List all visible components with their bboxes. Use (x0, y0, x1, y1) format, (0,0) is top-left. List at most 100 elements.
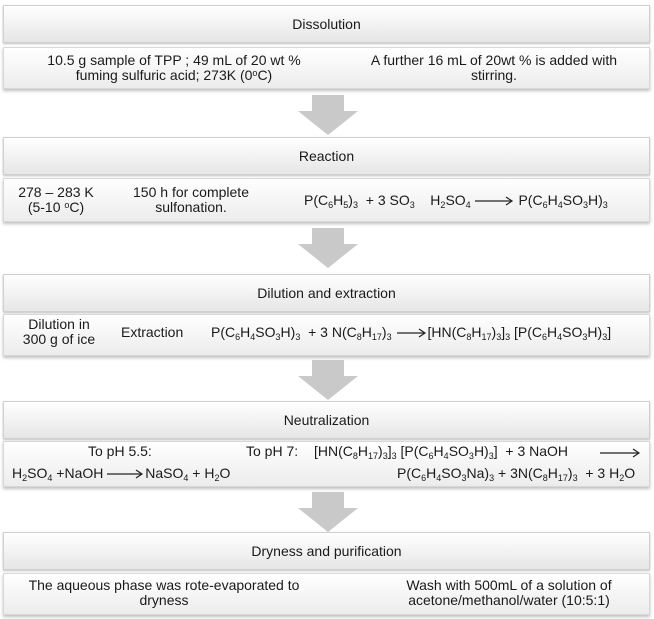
formula-part: ) (491, 324, 497, 340)
text-line: Dilution in (28, 316, 90, 332)
formula-part: H) (280, 324, 296, 340)
formula-part: NaSO (145, 465, 184, 481)
dryness-left-text: The aqueous phase was rote-evaporated to… (14, 578, 314, 608)
text-part: (5-10 (27, 199, 65, 215)
subscript: 3 (572, 473, 578, 483)
extraction-label: Extraction (121, 324, 184, 340)
formula-part: H (433, 443, 444, 459)
subscript: 3 (461, 473, 467, 483)
formula-part: H (430, 192, 441, 208)
text-part: C) (69, 199, 85, 215)
ph-7-label: To pH 7: (246, 443, 299, 459)
stage-dissolution-header: Dissolution (3, 5, 650, 43)
subscript: 2 (214, 473, 220, 483)
formula-part: [HN(C (314, 443, 353, 459)
subscript: 8 (352, 451, 358, 461)
formula-part: +NaOH (56, 465, 104, 481)
text-line: 10.5 g sample of TPP ; 49 mL of 20 wt % (47, 52, 301, 68)
reaction-arrow-icon (107, 469, 144, 479)
subscript: 4 (443, 451, 449, 461)
subscript: 4 (183, 473, 189, 483)
subscript: 17 (557, 473, 568, 483)
formula-part: ) (378, 443, 383, 459)
formula-part: H (333, 192, 344, 208)
formula-part: + 3 SO (365, 192, 410, 208)
formula-part: H (547, 324, 558, 340)
subscript: 2 (619, 473, 625, 483)
subscript: 3 (602, 332, 608, 342)
stage-reaction-header: Reaction (3, 137, 650, 175)
formula-part: ) (567, 465, 573, 481)
text-line: fuming sulfuric acid; 273K (0oC) (24, 68, 324, 83)
neutralization-equation-2-line-1: [HN(C8H17)3]3 [P(C6H4SO3H)3] + 3 NaOH (314, 443, 569, 461)
formula-part: H (426, 465, 437, 481)
formula-part: SO (562, 324, 583, 340)
extraction-equation: P(C6H4SO3H)3 + 3 N(C8H17)3 [HN(C8H17)3]3… (211, 324, 611, 342)
text-part: C) (257, 67, 273, 83)
superscript: o (252, 68, 258, 78)
text-line: A further 16 mL of 20wt % is added with (370, 52, 618, 68)
subscript: 6 (428, 451, 434, 461)
subscript: 8 (466, 332, 472, 342)
formula-part: SO (441, 465, 462, 481)
stage-title: Dilution and extraction (257, 285, 396, 301)
formula-part: Na) (466, 465, 490, 481)
stage-dissolution-body: 10.5 g sample of TPP ; 49 mL of 20 wt % … (3, 47, 650, 89)
subscript: 4 (557, 332, 563, 342)
stage-dryness-header: Dryness and purification (3, 532, 650, 570)
formula-part: P(C (304, 192, 329, 208)
subscript: 3 (602, 200, 608, 210)
formula-part: SO (255, 324, 276, 340)
formula-part: SO (448, 443, 469, 459)
neutralization-equation-2-line-2: P(C6H4SO3Na)3 + 3N(C8H17)3 + 3 H2O (397, 465, 636, 483)
subscript: 17 (371, 332, 382, 342)
arrow-down-icon (298, 228, 358, 268)
formula-part: O (624, 465, 636, 481)
text-line: Wash with 500mL of a solution of (406, 577, 612, 593)
subscript: 8 (542, 473, 548, 483)
subscript: 3 (391, 451, 397, 461)
text-part: fuming sulfuric acid; 273K (0 (75, 67, 253, 83)
text-line: The aqueous phase was rote-evaporated to (28, 577, 300, 593)
dilution-text: Dilution in 300 g of ice (9, 317, 109, 347)
subscript: 2 (22, 473, 28, 483)
formula-part: + H (192, 465, 215, 481)
subscript: 3 (496, 332, 502, 342)
stage-dilution-header: Dilution and extraction (3, 274, 650, 312)
subscript: 8 (356, 332, 362, 342)
formula-part: H (471, 324, 482, 340)
text-line: (5-10 oC) (6, 200, 106, 215)
subscript: 3 (352, 200, 358, 210)
text-line: sulfonation. (155, 199, 227, 215)
subscript: 4 (557, 200, 563, 210)
subscript: 3 (382, 451, 388, 461)
text-line: 150 h for complete (133, 184, 249, 200)
arrow-down-icon (298, 95, 358, 135)
formula-part: O (219, 465, 231, 481)
subscript: 3 (468, 451, 474, 461)
formula-part: H (12, 465, 23, 481)
subscript: 4 (436, 473, 442, 483)
text-line: 300 g of ice (22, 331, 96, 347)
reaction-arrow-icon (600, 448, 641, 458)
superscript: o (64, 200, 70, 210)
formula-part: [P(C (400, 443, 429, 459)
formula-part: ) (381, 324, 387, 340)
arrow-down-icon (298, 360, 358, 400)
stage-neutralization-header: Neutralization (3, 401, 650, 439)
subscript: 4 (250, 332, 256, 342)
subscript: 3 (295, 332, 301, 342)
subscript: 2 (440, 200, 446, 210)
subscript: 3 (488, 451, 494, 461)
formula-part: ] (493, 443, 498, 459)
formula-part: ) (348, 192, 353, 208)
formula-part: SO (562, 192, 583, 208)
formula-part: [HN(C (427, 324, 467, 340)
stage-title: Dissolution (292, 16, 361, 32)
subscript: 6 (542, 200, 548, 210)
formula-part: H (240, 324, 251, 340)
formula-part: ] (387, 443, 392, 459)
reaction-arrow-icon (474, 196, 513, 206)
subscript: 6 (328, 200, 334, 210)
formula-part: + 3 NaOH (505, 443, 569, 459)
